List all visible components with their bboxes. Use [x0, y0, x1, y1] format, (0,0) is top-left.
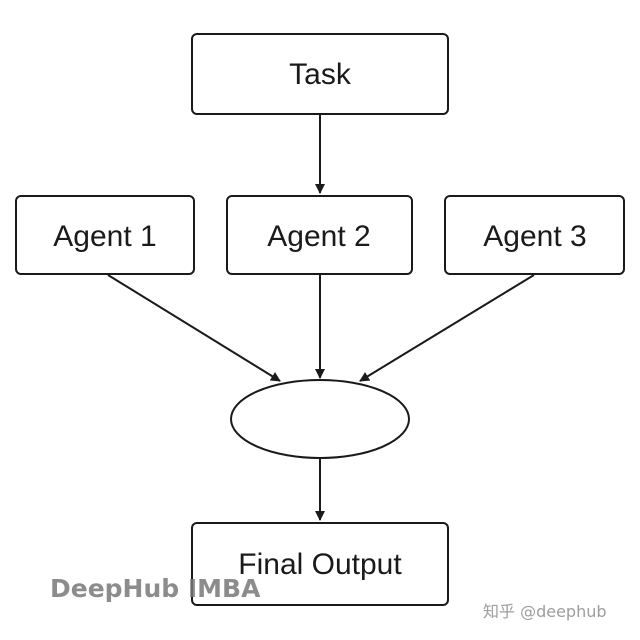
task-node: Task [191, 33, 449, 115]
aggregator-ellipse [230, 379, 410, 459]
arrow-agent3-to-aggregator [359, 274, 535, 382]
agent1-node: Agent 1 [15, 195, 195, 275]
agent1-label: Agent 1 [53, 220, 156, 253]
task-label: Task [289, 58, 352, 91]
agent3-box [444, 195, 625, 275]
agent1-box [15, 195, 195, 275]
agent3-label: Agent 3 [483, 220, 586, 253]
watermark-zhihu: 知乎 @deephub [483, 602, 607, 621]
final-output-box [191, 522, 449, 606]
agent2-node: Agent 2 [226, 195, 413, 275]
agent3-node: Agent 3 [444, 195, 625, 275]
final-output-label: Final Output [238, 548, 402, 581]
arrow-agent1-to-aggregator [107, 274, 281, 382]
watermark-deephub: DeepHub IMBA [50, 574, 261, 603]
agent2-label: Agent 2 [267, 220, 370, 253]
final-output-node: Final Output [191, 522, 449, 606]
